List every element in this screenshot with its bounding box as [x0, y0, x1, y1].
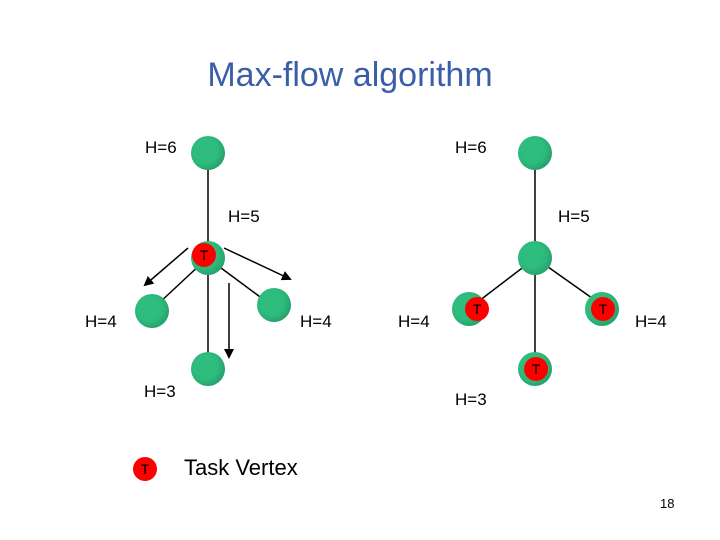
right-bottom-height-label: H=3 — [455, 390, 487, 409]
right-edge-mid-left — [474, 261, 531, 305]
legend-text: Task Vertex — [184, 455, 298, 480]
page-number: 18 — [660, 496, 675, 511]
right-mid-vertex — [518, 241, 552, 275]
right-right-height-label: H=4 — [635, 312, 667, 331]
slide-title: Max-flow algorithm — [207, 56, 493, 94]
right-right-task-marker: T — [591, 297, 615, 321]
left-top-height-label: H=6 — [145, 138, 177, 157]
right-bottom-task-marker: T — [524, 357, 548, 381]
left-mid-task-marker: T — [192, 243, 216, 267]
left-mid-height-label: H=5 — [228, 207, 260, 226]
left-bottom-vertex — [191, 352, 225, 386]
left-top-vertex — [191, 136, 225, 170]
right-left-height-label: H=4 — [398, 312, 430, 331]
left-bottom-height-label: H=3 — [144, 382, 176, 401]
legend-task-symbol: T — [133, 457, 157, 481]
right-top-vertex — [518, 136, 552, 170]
left-left-height-label: H=4 — [85, 312, 117, 331]
left-left-vertex — [135, 294, 169, 328]
left-right-vertex — [257, 288, 291, 322]
arrow-down-right — [223, 247, 292, 281]
left-right-height-label: H=4 — [300, 312, 332, 331]
right-mid-height-label: H=5 — [558, 207, 590, 226]
right-left-task-marker: T — [465, 297, 489, 321]
right-top-height-label: H=6 — [455, 138, 487, 157]
arrow-down-left — [143, 247, 189, 287]
